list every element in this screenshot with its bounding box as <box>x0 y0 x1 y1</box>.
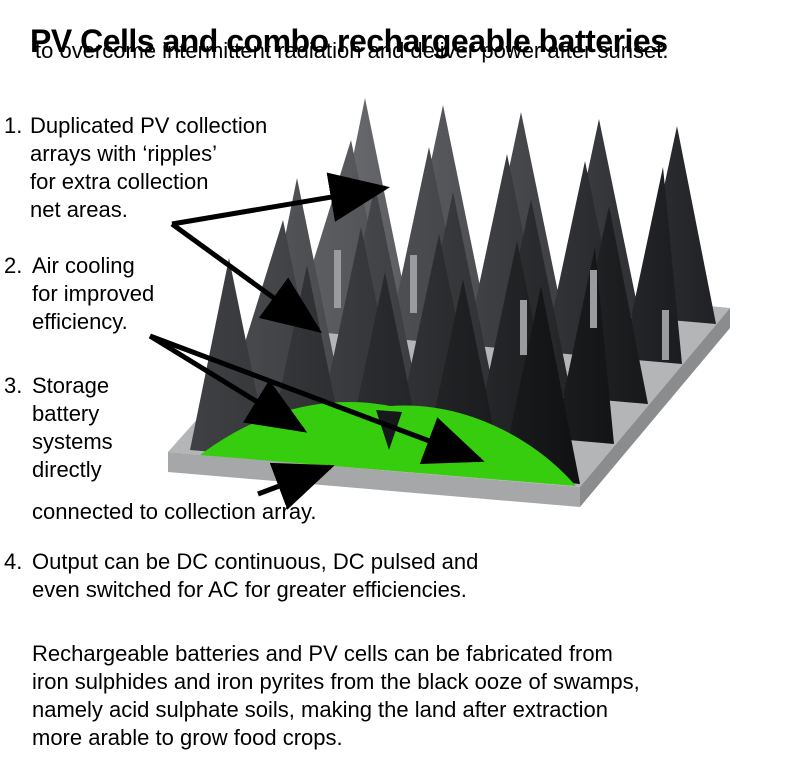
annotation-4-line: even switched for AC for greater efficie… <box>32 577 467 602</box>
annotation-3-line: Storage <box>32 373 110 398</box>
base-right-face <box>580 308 730 507</box>
paragraph-line: Rechargeable batteries and PV cells can … <box>32 641 613 666</box>
annotation-1-line: arrays with ‘ripples’ <box>30 141 218 166</box>
annotation-arrows <box>148 172 485 510</box>
annotation-3-line: connected to collection array. <box>32 499 317 524</box>
annotation-2-number: 2. <box>4 253 23 278</box>
fin-tip-notch <box>376 410 402 450</box>
annotation-2-line: for improved <box>32 281 155 306</box>
annotation-3-number: 3. <box>4 373 23 398</box>
paragraph-line: more arable to grow food crops. <box>32 725 343 750</box>
annotation-1-number: 1. <box>4 113 23 138</box>
paragraph-line: namely acid sulphate soils, making the l… <box>32 697 608 722</box>
annotation-3-line: systems <box>32 429 113 454</box>
arrow-label1-to-fin-upper <box>171 172 390 227</box>
arrow-to-battery-right <box>149 333 485 465</box>
annotation-4-line: Output can be DC continuous, DC pulsed a… <box>32 549 479 574</box>
arrow-label1-to-fin-lower <box>170 221 323 333</box>
annotation-1-line: Duplicated PV collection <box>30 113 268 138</box>
annotation-3-line: directly <box>32 457 102 482</box>
paragraph-line: iron sulphides and iron pyrites from the… <box>32 669 640 694</box>
annotation-3-line: battery <box>32 401 100 426</box>
annotation-1-line: net areas. <box>30 197 128 222</box>
cooling-slit <box>520 300 527 355</box>
cooling-slit <box>410 255 417 313</box>
annotation-4-number: 4. <box>4 549 23 574</box>
page-subtitle: to overcome intermittent radiation and d… <box>35 38 669 63</box>
arrow-to-battery-left <box>148 333 308 433</box>
arrow-to-base-edge <box>257 462 335 510</box>
fin-wall <box>224 220 614 444</box>
cooling-slit <box>334 250 341 308</box>
page-title: PV Cells and combo rechargeable batterie… <box>30 23 668 60</box>
cooling-slit <box>662 310 669 360</box>
annotation-2-line: efficiency. <box>32 309 128 334</box>
cooling-slits <box>334 250 669 360</box>
cooling-slit <box>590 270 597 328</box>
annotation-2-line: Air cooling <box>32 253 135 278</box>
annotation-1-line: for extra collection <box>30 169 209 194</box>
